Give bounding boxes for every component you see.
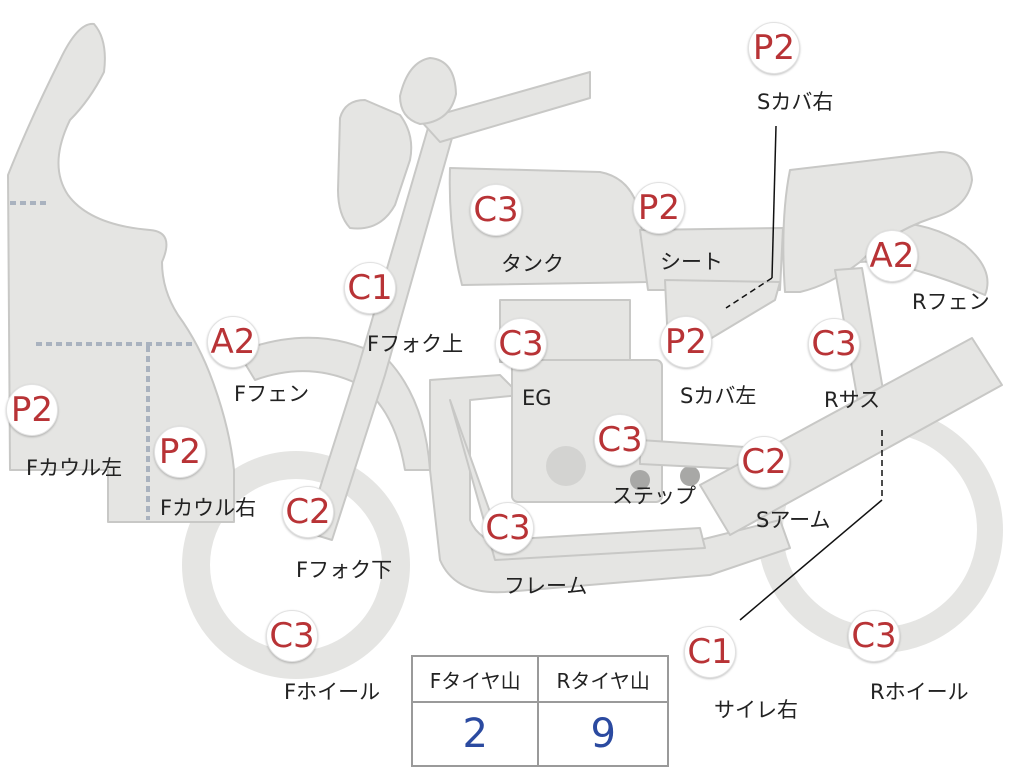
- grade-f-fork-lower: C2: [282, 486, 334, 538]
- front-cowl-shape: [7, 22, 235, 523]
- headlight-shape: [337, 99, 413, 230]
- label-r-suspension: Rサス: [824, 388, 881, 412]
- label-tank: タンク: [501, 252, 564, 276]
- grade-f-fork-upper: C1: [344, 262, 396, 314]
- label-f-cowl-right: Fカウル右: [160, 496, 257, 520]
- rear-tire-value: 9: [537, 701, 669, 767]
- seat-shape: [639, 227, 784, 291]
- engine-shape: [499, 299, 631, 363]
- label-muffler-right: サイレ右: [714, 698, 798, 722]
- label-s-cover-right: Sカバ右: [757, 90, 834, 114]
- grade-tank: C3: [470, 184, 522, 236]
- label-r-fender: Rフェン: [912, 290, 990, 314]
- handlebar-shape: [419, 71, 591, 143]
- grade-s-cover-left: P2: [660, 316, 712, 368]
- grade-f-cowl-right: P2: [154, 426, 206, 478]
- grade-swing-arm: C2: [738, 436, 790, 488]
- mirror-shape: [399, 57, 457, 125]
- label-f-wheel: Fホイール: [284, 680, 381, 704]
- label-f-fork-lower: Fフォク下: [296, 558, 393, 582]
- grade-r-wheel: C3: [848, 610, 900, 662]
- swing-arm-shape: [699, 337, 1003, 536]
- label-s-cover-left: Sカバ左: [680, 384, 757, 408]
- rear-tire-header: Rタイヤ山: [537, 655, 669, 703]
- grade-engine: C3: [495, 318, 547, 370]
- label-frame: フレーム: [504, 574, 588, 598]
- label-f-fork-upper: Fフォク上: [367, 332, 464, 356]
- grade-r-fender: A2: [866, 230, 918, 282]
- label-step: ステップ: [612, 484, 696, 508]
- grade-muffler-right: C1: [684, 626, 736, 678]
- tail-shape: [782, 151, 973, 293]
- grade-f-cowl-left: P2: [6, 384, 58, 436]
- label-seat: シート: [660, 250, 723, 274]
- front-tire-value: 2: [410, 701, 540, 767]
- label-f-fender: Fフェン: [234, 382, 310, 406]
- grade-frame: C3: [482, 502, 534, 554]
- grade-s-cover-right: P2: [748, 22, 800, 74]
- grade-f-wheel: C3: [266, 610, 318, 662]
- front-wheel-shape: [182, 451, 410, 679]
- tire-tread-table: Fタイヤ山 Rタイヤ山 2 9: [410, 655, 669, 767]
- label-swing-arm: Sアーム: [756, 508, 831, 532]
- label-r-wheel: Rホイール: [870, 680, 969, 704]
- grade-seat: P2: [633, 182, 685, 234]
- label-f-cowl-left: Fカウル左: [26, 456, 123, 480]
- grade-r-suspension: C3: [808, 318, 860, 370]
- label-engine: EG: [522, 386, 552, 410]
- front-tire-header: Fタイヤ山: [410, 655, 540, 703]
- grade-f-fender: A2: [207, 316, 259, 368]
- grade-step: C3: [594, 414, 646, 466]
